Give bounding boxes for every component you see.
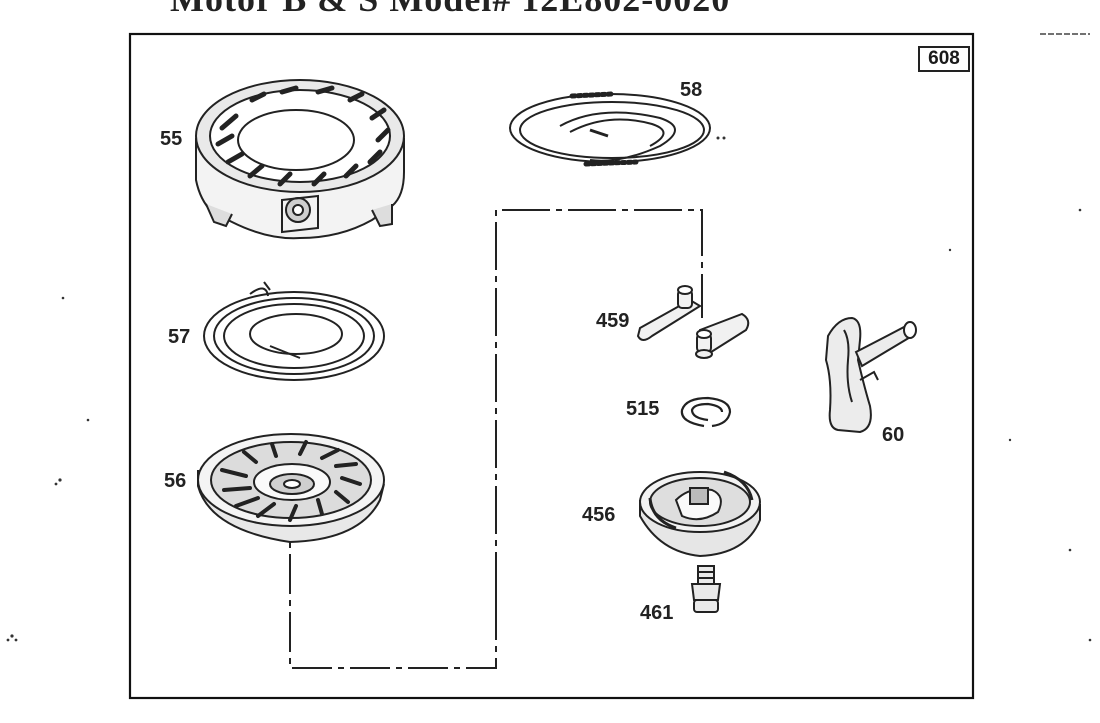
assembly-connector-lines	[289, 209, 703, 669]
ratchet-part-456	[639, 470, 761, 558]
part-label-515: 515	[626, 398, 660, 420]
pulley-part-56	[197, 433, 385, 544]
part-label-461: 461	[640, 602, 674, 624]
page-number-box: 608	[918, 46, 970, 72]
part-label-456: 456	[582, 504, 616, 526]
starter-housing-part-55	[195, 79, 405, 240]
part-label-60: 60	[882, 424, 905, 446]
part-label-55: 55	[160, 128, 183, 150]
stray-marks	[6, 136, 1092, 642]
part-label-459: 459	[596, 310, 630, 332]
starter-rope-part-58	[509, 91, 711, 167]
part-label-58: 58	[680, 79, 703, 101]
starter-pawl-part-459	[636, 285, 750, 359]
part-label-56: 56	[164, 470, 187, 492]
starter-handle-part-60	[824, 316, 917, 434]
part-label-57: 57	[168, 326, 191, 348]
recoil-spring-part-57	[203, 281, 385, 381]
retaining-ring-part-515	[680, 396, 732, 428]
center-post-part-461	[690, 565, 722, 613]
page-title: Motor B & S Model# 12E802-0020	[170, 0, 870, 20]
diagram-frame	[128, 32, 975, 700]
